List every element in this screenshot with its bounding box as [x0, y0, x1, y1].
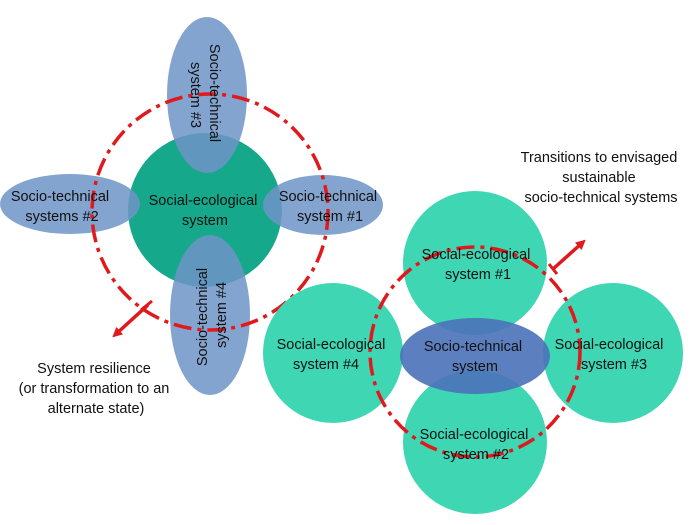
left-cluster: Social-ecological system Socio-technical… [0, 17, 383, 395]
right-top-line2: system #1 [445, 267, 511, 283]
left-bottom-label: Socio-technical system #4 [195, 264, 230, 366]
transitions-line3: socio-technical systems [524, 190, 677, 206]
right-right-circle [543, 283, 683, 423]
right-bottom-label: Social-ecological system #2 [420, 427, 533, 463]
right-right-label: Social-ecological system #3 [555, 337, 668, 373]
left-left-line2: systems #2 [25, 209, 98, 225]
left-right-line1: Socio-technical [279, 189, 377, 205]
left-center-line1: Social-ecological [149, 193, 258, 209]
right-center-line1: Socio-technical [424, 339, 522, 355]
transitions-line2: sustainable [562, 170, 635, 186]
right-bottom-circle [403, 370, 547, 514]
left-left-line1: Socio-technical [11, 189, 109, 205]
transitions-caption: Transitions to envisaged sustainable soc… [521, 150, 682, 206]
left-center-circle [128, 133, 282, 287]
right-right-line1: Social-ecological [555, 337, 664, 353]
right-left-label: Social-ecological system #4 [277, 337, 390, 373]
right-center-ellipse [400, 318, 550, 394]
left-top-label: Socio-technical system #3 [187, 44, 222, 146]
right-bottom-line2: system #2 [443, 447, 509, 463]
right-left-line2: system #4 [293, 357, 359, 373]
left-bottom-line2: system #4 [214, 282, 230, 348]
right-right-line2: system #3 [581, 357, 647, 373]
left-right-label: Socio-technical system #1 [279, 189, 381, 225]
right-center-label: Socio-technical system [424, 339, 526, 375]
left-bottom-ellipse [170, 235, 250, 395]
right-center-line2: system [452, 359, 498, 375]
right-left-circle [263, 283, 403, 423]
left-right-ellipse [263, 175, 383, 235]
right-top-circle [403, 191, 547, 335]
resilience-line3: alternate state) [48, 401, 145, 417]
right-dashed-ring [368, 245, 582, 459]
left-center-line2: system [182, 213, 228, 229]
right-cluster: Social-ecological system #1 Social-ecolo… [263, 191, 683, 514]
right-top-line1: Social-ecological [422, 247, 531, 263]
resilience-caption: System resilience (or transformation to … [19, 361, 174, 417]
resilience-line1: System resilience [37, 361, 151, 377]
left-top-line1: Socio-technical [206, 44, 222, 142]
left-right-line2: system #1 [297, 209, 363, 225]
left-dashed-ring [90, 92, 330, 332]
transitions-line1: Transitions to envisaged [521, 150, 678, 166]
transitions-arrow [547, 239, 586, 275]
left-left-ellipse [0, 174, 140, 234]
right-bottom-line1: Social-ecological [420, 427, 529, 443]
right-left-line1: Social-ecological [277, 337, 386, 353]
left-center-label: Social-ecological system [149, 193, 262, 229]
resilience-line2: (or transformation to an [19, 381, 170, 397]
resilience-arrow [112, 299, 153, 338]
left-left-label: Socio-technical systems #2 [11, 189, 113, 225]
left-top-line2: system #3 [187, 62, 203, 128]
left-bottom-line1: Socio-technical [195, 268, 211, 366]
right-top-label: Social-ecological system #1 [422, 247, 535, 283]
